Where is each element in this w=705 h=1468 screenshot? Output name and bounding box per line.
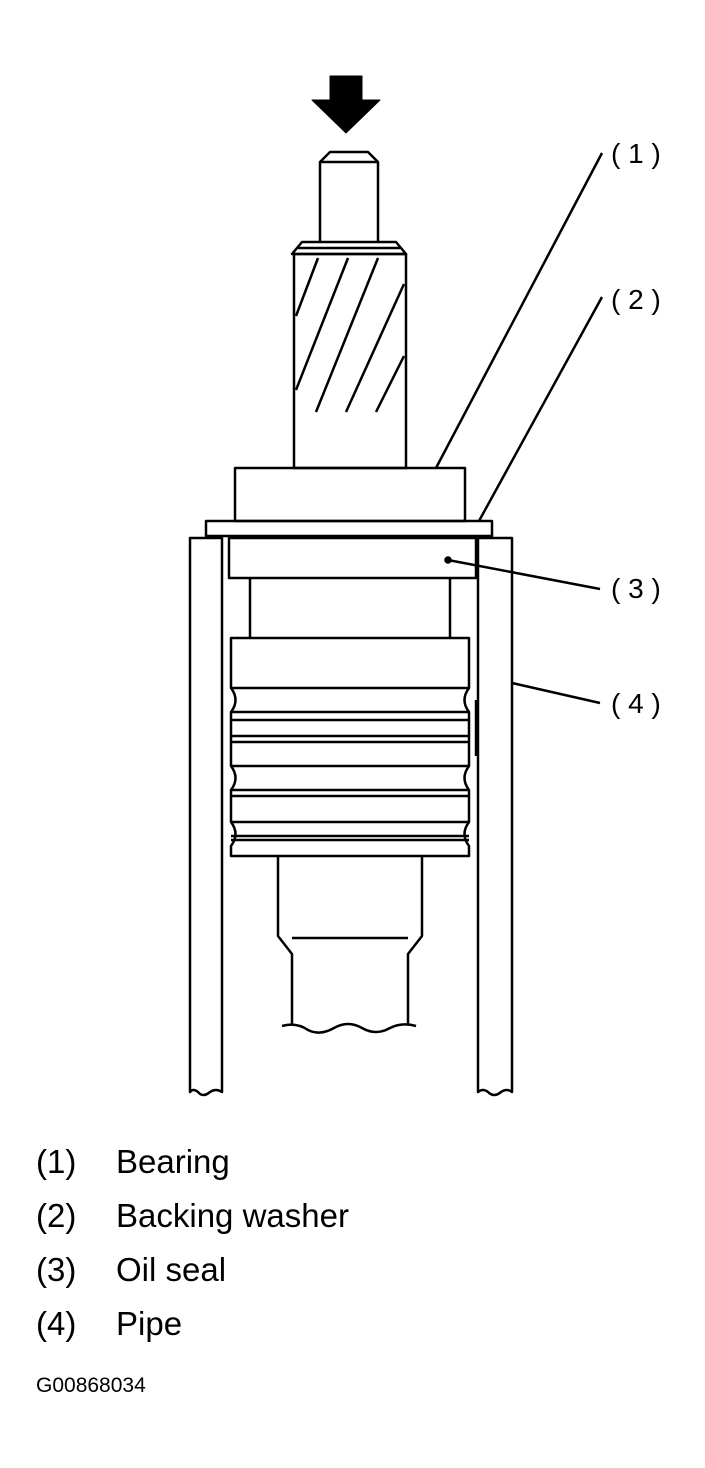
- shaft-tip: [318, 150, 380, 242]
- spool: [229, 636, 471, 858]
- oil-seal: [227, 536, 478, 580]
- callout-label-2: ( 2 ): [611, 284, 661, 315]
- press-direction-arrow-icon: [311, 75, 381, 134]
- legend-number: (1): [36, 1143, 77, 1180]
- legend-number: (4): [36, 1305, 77, 1342]
- bearing: [233, 466, 467, 523]
- legend-label: Backing washer: [116, 1197, 349, 1234]
- legend-label: Oil seal: [116, 1251, 227, 1288]
- leader-line-1: [434, 152, 604, 469]
- callout-label-1: ( 1 ): [611, 138, 661, 169]
- rod: [276, 856, 424, 1034]
- leader-line-4: [511, 681, 601, 705]
- legend-label: Pipe: [116, 1305, 183, 1342]
- legend-label: Bearing: [116, 1143, 230, 1180]
- pipe: [188, 536, 514, 1097]
- figure-id: G00868034: [36, 1374, 146, 1397]
- leader-dot-3: [444, 556, 452, 564]
- callout-label-3: ( 3 ): [611, 573, 661, 604]
- backing-washer: [204, 519, 494, 538]
- oil-seal-installation-diagram: ( 1 ) ( 2 ) ( 3 ) ( 4 ): [188, 75, 661, 1097]
- legend-number: (3): [36, 1251, 77, 1288]
- callout-label-4: ( 4 ): [611, 688, 661, 719]
- leader-line-2: [477, 296, 604, 522]
- leader-line-3: [447, 558, 601, 591]
- legend-number: (2): [36, 1197, 77, 1234]
- helical-gear: [292, 252, 408, 470]
